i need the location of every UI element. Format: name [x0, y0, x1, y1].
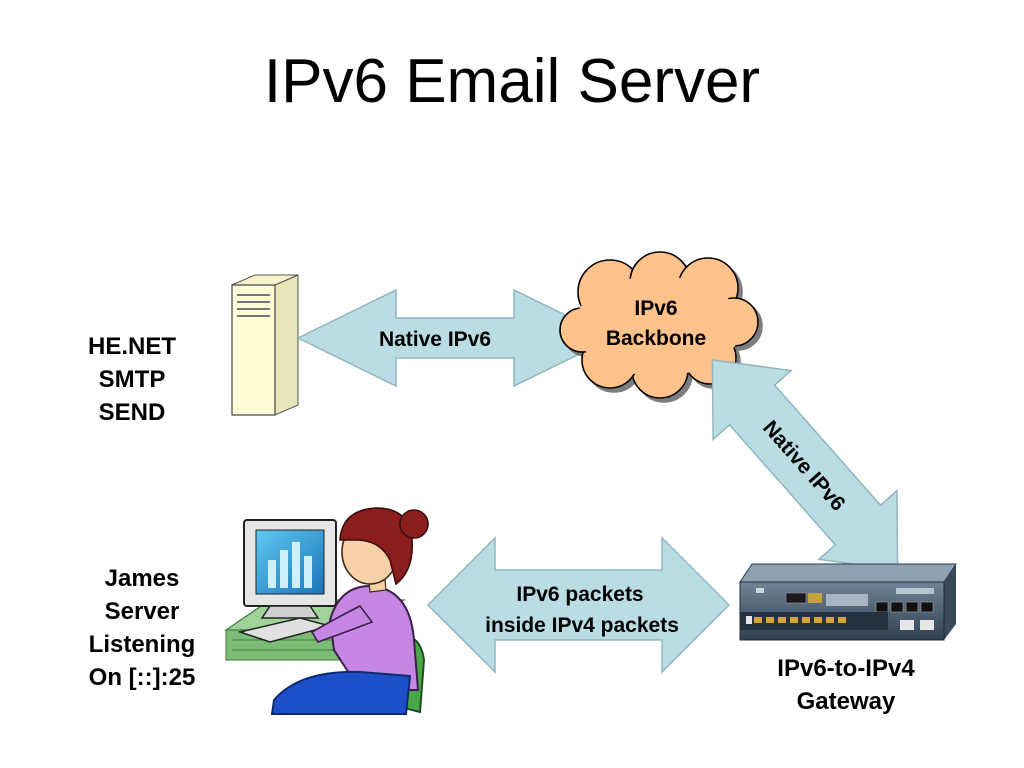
james-label-line4: On [::]:25	[88, 664, 196, 691]
smtp-label-line1: HE.NET	[87, 333, 176, 360]
person-at-computer-icon	[224, 507, 429, 715]
cloud-label-line1: IPv6	[634, 297, 677, 320]
cloud-label-line2: Backbone	[606, 327, 706, 350]
james-label-line2: Server	[104, 598, 180, 625]
tunnel-label-line2: inside IPv4 packets	[485, 614, 679, 637]
cloud-icon	[559, 251, 759, 399]
smtp-label-line2: SMTP	[98, 366, 166, 393]
server-tower-icon	[231, 274, 299, 416]
james-label-line1: James	[104, 565, 180, 592]
james-server-label: James Server Listening On [::]:25	[60, 562, 224, 694]
native-ipv6-top-label: Native IPv6	[379, 328, 491, 351]
gateway-label-line2: Gateway	[796, 688, 896, 715]
james-label-line3: Listening	[88, 631, 196, 658]
router-icon	[739, 563, 957, 641]
gateway-label: IPv6-to-IPv4 Gateway	[736, 652, 956, 718]
page-title: IPv6 Email Server	[263, 47, 761, 116]
smtp-label-line3: SEND	[98, 399, 166, 426]
tunnel-arrow	[426, 536, 731, 674]
tunnel-label-line1: IPv6 packets	[516, 583, 643, 606]
smtp-sender-label: HE.NET SMTP SEND	[62, 330, 202, 429]
gateway-label-line1: IPv6-to-IPv4	[777, 655, 915, 682]
